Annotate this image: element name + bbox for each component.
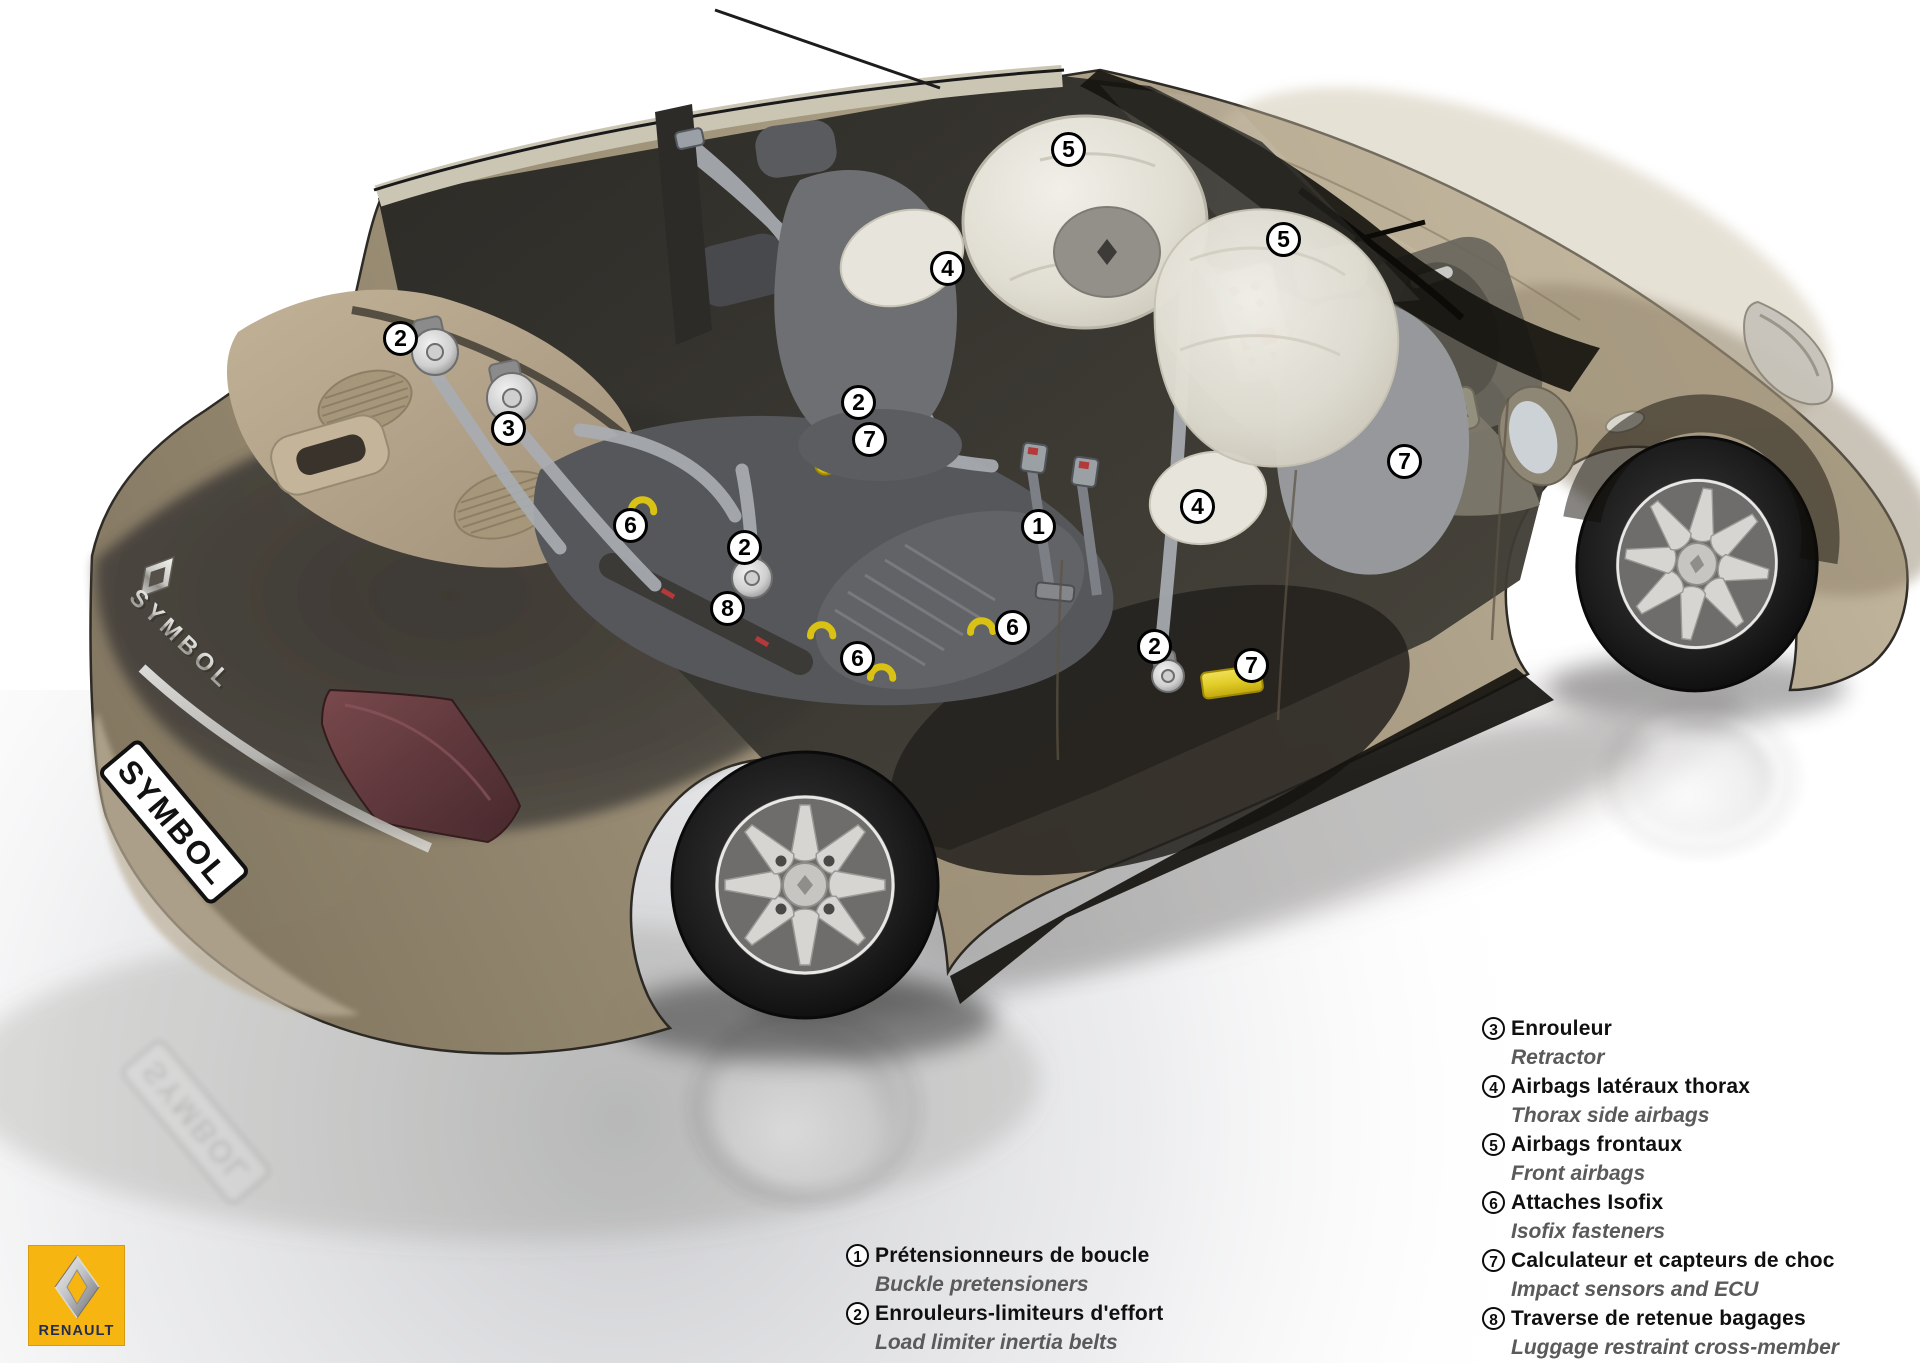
antenna — [714, 8, 941, 90]
b-pillar — [655, 104, 712, 345]
front-wheel-reflection — [1600, 698, 1800, 858]
callout-3: 3 — [491, 411, 526, 446]
legend-item-number: 7 — [1482, 1249, 1505, 1272]
door-seams — [1055, 397, 1510, 761]
callout-4: 4 — [1180, 489, 1215, 524]
legend-item-label-en: Impact sensors and ECU — [1511, 1278, 1759, 1301]
trunk-renault-diamond-icon — [139, 555, 175, 599]
callout-7: 7 — [1234, 648, 1269, 683]
stop-lamp-housing — [270, 414, 390, 496]
callout-2: 2 — [383, 321, 418, 356]
shelf-speaker-grille — [317, 369, 413, 435]
legend-item-label-fr: Traverse de retenue bagages — [1511, 1307, 1806, 1330]
callout-1: 1 — [1021, 509, 1056, 544]
legend-item-label-en: Load limiter inertia belts — [875, 1331, 1118, 1354]
wheel-renault-diamond-icon — [797, 875, 813, 895]
rear-wheel — [670, 750, 940, 1020]
wiper-blade — [1297, 187, 1465, 321]
callout-6: 6 — [613, 508, 648, 543]
callout-2: 2 — [1137, 629, 1172, 664]
legend-item-label-fr: Enrouleur — [1511, 1017, 1612, 1040]
callout-6: 6 — [840, 641, 875, 676]
legend-item-label-en: Retractor — [1511, 1046, 1605, 1069]
legend-item-label-fr: Airbags latéraux thorax — [1511, 1075, 1751, 1098]
headlight — [1743, 300, 1834, 406]
headliner-band — [374, 65, 1063, 207]
red-clips — [660, 587, 770, 648]
legend-item-number: 8 — [1482, 1307, 1505, 1330]
callout-2: 2 — [727, 530, 762, 565]
roof-edge — [373, 68, 1065, 192]
door-mirror — [1498, 385, 1578, 487]
legend-item-label-fr: Airbags frontaux — [1511, 1133, 1683, 1156]
legend-item-label-fr: Prétensionneurs de boucle — [875, 1244, 1150, 1267]
legend-item-label-fr: Calculateur et capteurs de choc — [1511, 1249, 1835, 1272]
renault-diamond-icon — [53, 1255, 100, 1319]
underbody-shadow — [750, 717, 1650, 1023]
renault-logo-badge: RENAULT — [28, 1245, 125, 1346]
legend-item-label-en: Isofix fasteners — [1511, 1220, 1666, 1243]
front-details — [950, 300, 1834, 1004]
shelf-speaker-grille — [453, 470, 557, 540]
legend-item-number: 4 — [1482, 1075, 1505, 1098]
callout-5: 5 — [1051, 132, 1086, 167]
driver-side-airbag — [839, 208, 965, 308]
legend-item-number: 2 — [846, 1302, 869, 1325]
renault-wordmark: RENAULT — [38, 1323, 115, 1339]
legend-item-number: 1 — [846, 1244, 869, 1267]
legend-item-label-fr: Attaches Isofix — [1511, 1191, 1664, 1214]
callout-2: 2 — [841, 385, 876, 420]
callout-6: 6 — [995, 610, 1030, 645]
chrome-trunk-strip — [138, 664, 433, 853]
callout-8: 8 — [710, 591, 745, 626]
legend-item-label-en: Front airbags — [1511, 1162, 1646, 1185]
legend-item-label-en: Buckle pretensioners — [875, 1273, 1089, 1296]
legend-item-label-en: Luggage restraint cross-member — [1511, 1336, 1839, 1359]
callout-4: 4 — [930, 251, 965, 286]
legend-item-number: 3 — [1482, 1017, 1505, 1040]
legend-item-label-en: Thorax side airbags — [1511, 1104, 1710, 1127]
steering-renault-diamond-icon — [1097, 239, 1117, 265]
callout-7: 7 — [1387, 444, 1422, 479]
taillight — [320, 688, 522, 844]
callout-7: 7 — [852, 422, 887, 457]
driver-headrest — [755, 120, 837, 178]
rocker-panel — [950, 668, 1554, 1004]
steering-wheel-airbag — [961, 114, 1209, 330]
legend-item-number: 5 — [1482, 1133, 1505, 1156]
belt-anchor — [674, 127, 705, 150]
isofix-hooks — [627, 496, 997, 682]
legend-item-label-fr: Enrouleurs-limiteurs d'effort — [875, 1302, 1164, 1325]
callout-5: 5 — [1266, 222, 1301, 257]
legend-item-number: 6 — [1482, 1191, 1505, 1214]
front-wheel — [1563, 394, 1840, 693]
